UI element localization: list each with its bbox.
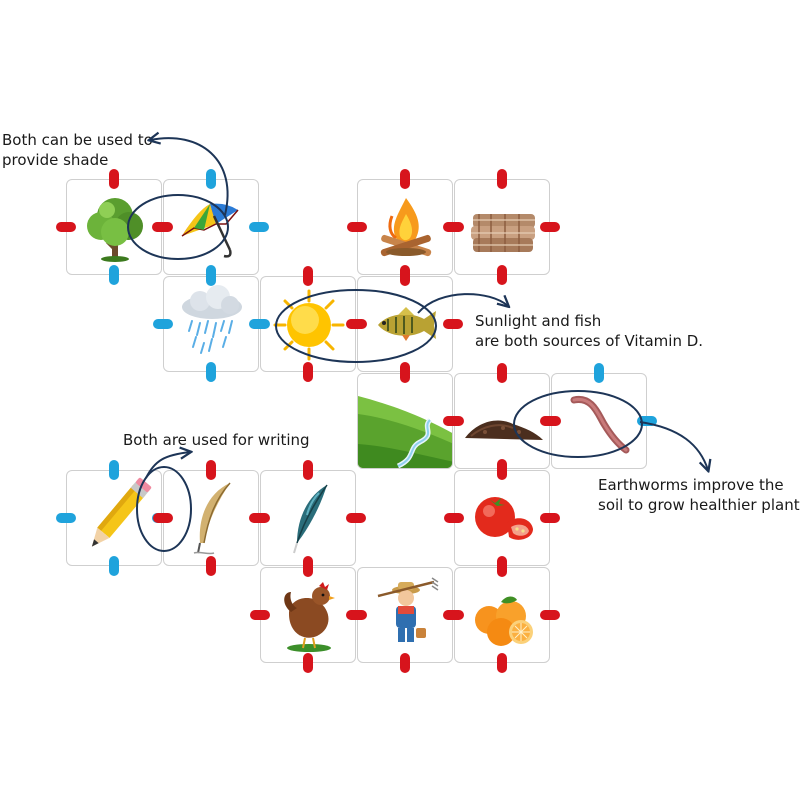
shade-annotation-line-1: Both can be used to (2, 131, 153, 149)
connector-blanket-right (540, 222, 560, 232)
connector-tomato-top (497, 460, 507, 480)
connector-farmer-bottom (400, 653, 410, 673)
fish-icon (378, 307, 436, 341)
connector-feather-top (303, 460, 313, 480)
connector-blanket-bottom (497, 265, 507, 285)
connector-sun-top (303, 266, 313, 286)
connector-fish-right (443, 319, 463, 329)
writing-annotation-line-1: Both are used for writing (123, 431, 310, 449)
card-earthworm[interactable] (551, 373, 647, 469)
connector-tree-left (56, 222, 76, 232)
campfire-icon (380, 198, 432, 257)
connector-tomato-right (540, 513, 560, 523)
connector-fish-left (347, 319, 367, 329)
connector-soil-top (497, 363, 507, 383)
pencil-icon (91, 477, 152, 547)
feather-icon (293, 484, 328, 554)
connector-tree-top (109, 169, 119, 189)
card-quill[interactable] (163, 470, 259, 566)
farmer-icon (377, 577, 439, 642)
connector-campfire-left (347, 222, 367, 232)
card-feather[interactable] (260, 470, 356, 566)
connector-umbrella-right (249, 222, 269, 232)
connector-rain-cloud-top (206, 266, 216, 286)
soil-icon (465, 420, 543, 440)
tree-icon (87, 198, 143, 262)
connector-earthworm-right (637, 416, 657, 426)
earthworm-arrow (639, 421, 708, 470)
earthworm-annotation: Earthworms improve the soil to grow heal… (598, 475, 800, 515)
vitamin-annotation-line-2: are both sources of Vitamin D. (475, 332, 704, 350)
connector-earthworm-top (594, 363, 604, 383)
earthworm-annotation-line-2: soil to grow healthier plants (598, 496, 800, 514)
connector-tree-bottom (109, 265, 119, 285)
quill-icon (193, 482, 231, 555)
earthworm-annotation-line-1: Earthworms improve the (598, 476, 784, 494)
connector-rain-cloud-left (153, 319, 173, 329)
card-farmer[interactable] (357, 567, 453, 663)
connector-sun-bottom (303, 362, 313, 382)
connector-pencil-left (56, 513, 76, 523)
connector-rain-cloud-bottom (206, 362, 216, 382)
card-tree[interactable] (66, 179, 162, 275)
connector-umbrella-top (206, 169, 216, 189)
rain-cloud-icon (182, 285, 242, 354)
card-landscape[interactable] (357, 373, 453, 469)
hen-icon (284, 582, 335, 652)
connector-quill-top (206, 460, 216, 480)
connector-soil-left (444, 416, 464, 426)
connector-hen-bottom (303, 653, 313, 673)
connector-blanket-top (497, 169, 507, 189)
connector-pencil-bottom (109, 556, 119, 576)
tomato-icon (475, 497, 533, 540)
card-oranges[interactable] (454, 567, 550, 663)
vitamin-annotation-line-1: Sunlight and fish (475, 312, 602, 330)
card-sun[interactable] (260, 276, 356, 372)
connector-feather-left (250, 513, 270, 523)
connector-oranges-top (497, 557, 507, 577)
connector-tomato-left (444, 513, 464, 523)
connector-fish-top (400, 266, 410, 286)
writing-annotation: Both are used for writing (123, 430, 310, 450)
earthworm-icon (570, 395, 630, 454)
umbrella-icon (181, 203, 239, 258)
card-tomato[interactable] (454, 470, 550, 566)
connector-oranges-left (444, 610, 464, 620)
connector-feather-right (346, 513, 366, 523)
card-umbrella[interactable] (163, 179, 259, 275)
connector-quill-left (153, 513, 173, 523)
shade-annotation-line-2: provide shade (2, 151, 109, 169)
connector-farmer-left (347, 610, 367, 620)
connector-oranges-bottom (497, 653, 507, 673)
card-campfire[interactable] (357, 179, 453, 275)
card-soil[interactable] (454, 373, 550, 469)
card-pencil[interactable] (66, 470, 162, 566)
shade-annotation: Both can be used to provide shade (2, 130, 153, 170)
connector-oranges-right (540, 610, 560, 620)
connector-pencil-top (109, 460, 119, 480)
connector-quill-bottom (206, 556, 216, 576)
connector-blanket-left (444, 222, 464, 232)
card-hen[interactable] (260, 567, 356, 663)
connector-umbrella-left (153, 222, 173, 232)
connector-hen-top (303, 557, 313, 577)
connector-sun-left (250, 319, 270, 329)
blanket-icon (471, 214, 535, 252)
sun-icon (273, 289, 345, 361)
vitamin-annotation: Sunlight and fish are both sources of Vi… (475, 311, 703, 351)
connector-earthworm-left (541, 416, 561, 426)
connector-campfire-top (400, 169, 410, 189)
connector-landscape-top (400, 363, 410, 383)
card-fish[interactable] (357, 276, 453, 372)
card-rain-cloud[interactable] (163, 276, 259, 372)
oranges-icon (475, 596, 533, 646)
card-blanket[interactable] (454, 179, 550, 275)
connector-hen-left (250, 610, 270, 620)
landscape-icon (358, 374, 452, 468)
